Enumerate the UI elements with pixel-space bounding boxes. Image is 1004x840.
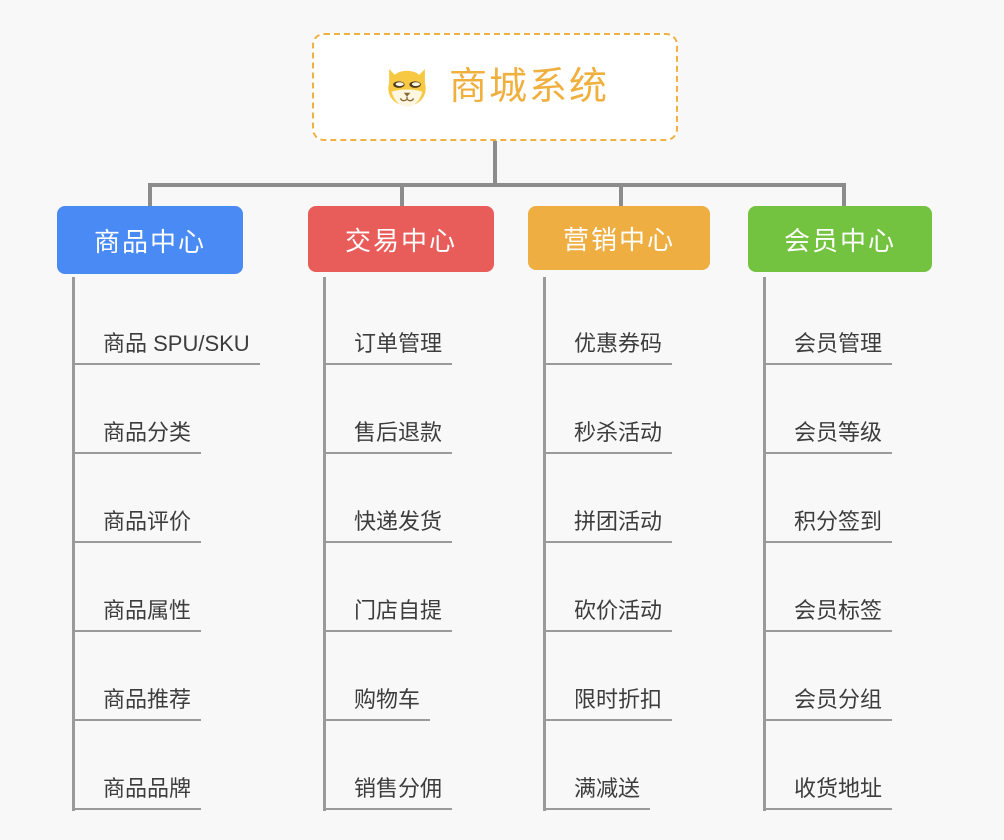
leaf-item[interactable]: 收货地址 xyxy=(766,722,893,810)
leaf-item[interactable]: 订单管理 xyxy=(326,277,453,365)
leaf-item-label: 商品分类 xyxy=(75,419,202,454)
leaf-item[interactable]: 会员等级 xyxy=(766,366,893,454)
branch-header-2[interactable]: 营销中心 xyxy=(528,206,710,270)
leaf-item-label: 秒杀活动 xyxy=(546,419,673,454)
leaf-item-label: 会员分组 xyxy=(766,686,893,721)
leaf-item-label: 会员管理 xyxy=(766,330,893,365)
leaf-item-label: 拼团活动 xyxy=(546,508,673,543)
leaf-item-label: 限时折扣 xyxy=(546,686,673,721)
branch-spine xyxy=(323,277,326,811)
leaf-item-label: 售后退款 xyxy=(326,419,453,454)
leaf-item[interactable]: 秒杀活动 xyxy=(546,366,673,454)
leaf-item-label: 会员标签 xyxy=(766,597,893,632)
leaf-item[interactable]: 满减送 xyxy=(546,722,651,810)
leaf-item-label: 商品属性 xyxy=(75,597,202,632)
leaf-item-label: 积分签到 xyxy=(766,508,893,543)
leaf-item[interactable]: 商品推荐 xyxy=(75,633,202,721)
branch-spine xyxy=(543,277,546,811)
branch-header-label: 交易中心 xyxy=(344,225,457,256)
leaf-item[interactable]: 售后退款 xyxy=(326,366,453,454)
dog-face-icon xyxy=(388,69,426,107)
leaf-item[interactable]: 会员分组 xyxy=(766,633,893,721)
leaf-item[interactable]: 快递发货 xyxy=(326,455,453,543)
connector-drop-2 xyxy=(400,183,404,207)
leaf-item-label: 砍价活动 xyxy=(546,597,673,632)
leaf-item-label: 商品 SPU/SKU xyxy=(75,330,260,365)
leaf-item[interactable]: 商品品牌 xyxy=(75,722,202,810)
leaf-item[interactable]: 会员标签 xyxy=(766,544,893,632)
leaf-item[interactable]: 商品评价 xyxy=(75,455,202,543)
root-node-title: 商城系统 xyxy=(448,66,609,108)
branch-spine xyxy=(72,277,75,811)
connector-drop-4 xyxy=(842,183,846,207)
leaf-item-label: 收货地址 xyxy=(766,775,893,810)
connector-drop-1 xyxy=(148,183,152,207)
leaf-item[interactable]: 购物车 xyxy=(326,633,431,721)
branch-header-label: 营销中心 xyxy=(562,224,675,255)
leaf-item[interactable]: 拼团活动 xyxy=(546,455,673,543)
leaf-item-label: 会员等级 xyxy=(766,419,893,454)
leaf-item-label: 门店自提 xyxy=(326,597,453,632)
branch-spine xyxy=(763,277,766,811)
connector-root-stem xyxy=(493,141,497,185)
leaf-item-label: 销售分佣 xyxy=(326,775,453,810)
leaf-item[interactable]: 积分签到 xyxy=(766,455,893,543)
leaf-item-label: 满减送 xyxy=(546,775,651,810)
leaf-item[interactable]: 门店自提 xyxy=(326,544,453,632)
connector-drop-3 xyxy=(619,183,623,207)
branch-header-label: 会员中心 xyxy=(783,225,896,256)
leaf-item-label: 优惠券码 xyxy=(546,330,673,365)
branch-header-1[interactable]: 交易中心 xyxy=(308,206,494,272)
leaf-item[interactable]: 砍价活动 xyxy=(546,544,673,632)
leaf-item-label: 商品品牌 xyxy=(75,775,202,810)
connector-horizontal-bus xyxy=(148,183,846,187)
leaf-item-label: 商品评价 xyxy=(75,508,202,543)
branch-header-3[interactable]: 会员中心 xyxy=(748,206,932,272)
leaf-item-label: 购物车 xyxy=(326,686,431,721)
leaf-item[interactable]: 优惠券码 xyxy=(546,277,673,365)
leaf-item-label: 商品推荐 xyxy=(75,686,202,721)
leaf-item[interactable]: 会员管理 xyxy=(766,277,893,365)
leaf-item[interactable]: 销售分佣 xyxy=(326,722,453,810)
leaf-item-label: 订单管理 xyxy=(326,330,453,365)
leaf-item[interactable]: 商品 SPU/SKU xyxy=(75,277,260,365)
leaf-item[interactable]: 商品分类 xyxy=(75,366,202,454)
leaf-item-label: 快递发货 xyxy=(326,508,453,543)
leaf-item[interactable]: 限时折扣 xyxy=(546,633,673,721)
root-node[interactable]: 商城系统 xyxy=(312,33,678,141)
leaf-item[interactable]: 商品属性 xyxy=(75,544,202,632)
branch-header-0[interactable]: 商品中心 xyxy=(57,206,243,274)
branch-header-label: 商品中心 xyxy=(93,226,206,257)
